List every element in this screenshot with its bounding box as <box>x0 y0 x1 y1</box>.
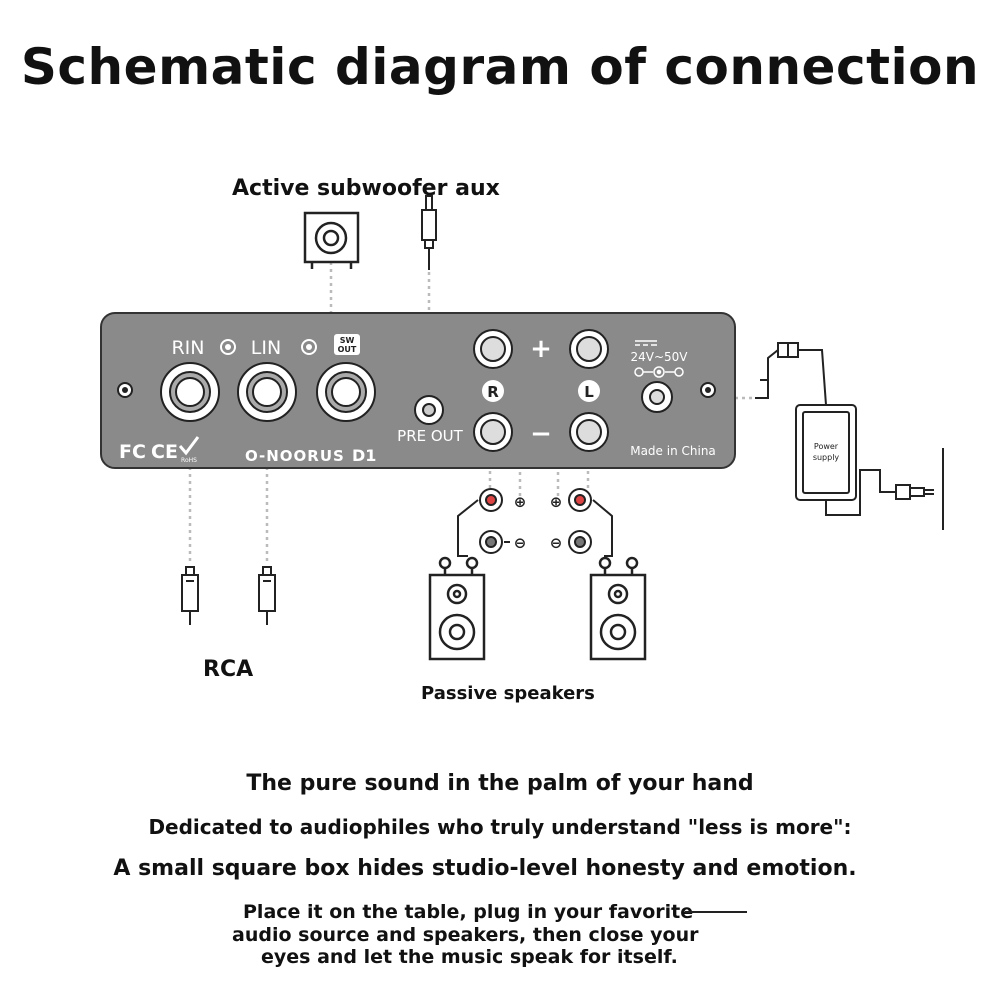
ground-dot-icon <box>220 339 236 355</box>
closing-line-1: Place it on the table, plug in your favo… <box>243 901 694 923</box>
svg-text:SW: SW <box>340 336 355 345</box>
caption-line-2: Dedicated to audiophiles who truly under… <box>148 815 852 839</box>
power-supply-label-2: supply <box>813 453 840 462</box>
subwoofer-aux-label: Active subwoofer aux <box>232 176 500 201</box>
sw-out-badge <box>334 334 360 355</box>
fcc-logo: FC <box>119 441 146 463</box>
l-label: L <box>584 383 594 401</box>
caption-line-1: The pure sound in the palm of your hand <box>246 771 754 796</box>
sw-out-socket <box>316 362 376 422</box>
rin-label: RIN <box>171 337 204 359</box>
pre-out-jack <box>414 395 444 425</box>
lin-label: LIN <box>251 337 281 359</box>
rca-label: RCA <box>203 657 254 682</box>
brand-logo: O-NOORUS <box>245 447 345 465</box>
voltage-label: 24V~50V <box>630 350 688 364</box>
r-label: R <box>487 383 499 401</box>
screw-icon <box>700 382 716 398</box>
pre-out-label: PRE OUT <box>397 427 463 445</box>
right-minus-sign: ⊖ <box>514 534 527 552</box>
right-plus-sign: ⊕ <box>514 493 527 511</box>
passive-speakers-label: Passive speakers <box>421 683 595 704</box>
closing-dash <box>685 911 747 913</box>
ce-logo: CE <box>151 441 178 463</box>
lin-socket <box>237 362 297 422</box>
dc-power-socket <box>641 381 673 413</box>
rca-plug-icon <box>258 566 276 625</box>
binding-posts-right <box>457 488 510 557</box>
aux-plug-icon <box>421 195 437 270</box>
power-supply-label-1: Power <box>814 442 839 451</box>
plus-label: + <box>530 334 552 364</box>
l-badge <box>578 380 600 402</box>
screw-icon <box>117 382 133 398</box>
passive-speaker-icon <box>589 556 647 661</box>
rca-plug-icon <box>181 566 199 625</box>
power-supply-icon <box>755 342 944 530</box>
minus-label: − <box>530 419 552 449</box>
passive-speaker-icon <box>428 556 486 661</box>
rohs-check-icon <box>178 436 200 456</box>
subwoofer-icon <box>303 211 360 269</box>
ground-dot-icon <box>301 339 317 355</box>
speaker-terminals <box>473 329 609 452</box>
left-minus-sign: ⊖ <box>550 534 563 552</box>
made-in-label: Made in China <box>630 444 716 458</box>
rohs-logo: RoHS <box>181 457 197 464</box>
page-title: Schematic diagram of connection <box>20 38 980 96</box>
dc-symbol-icon <box>635 340 657 346</box>
left-plus-sign: ⊕ <box>550 493 563 511</box>
caption-line-3: A small square box hides studio-level ho… <box>113 856 857 881</box>
model-logo: D1 <box>352 446 376 465</box>
svg-text:OUT: OUT <box>338 345 357 354</box>
rin-socket <box>160 362 220 422</box>
binding-posts-left <box>568 488 613 557</box>
polarity-icon <box>634 366 684 378</box>
r-badge <box>482 380 504 402</box>
closing-line-3: eyes and let the music speak for itself. <box>261 946 678 968</box>
closing-line-2: audio source and speakers, then close yo… <box>232 924 699 946</box>
